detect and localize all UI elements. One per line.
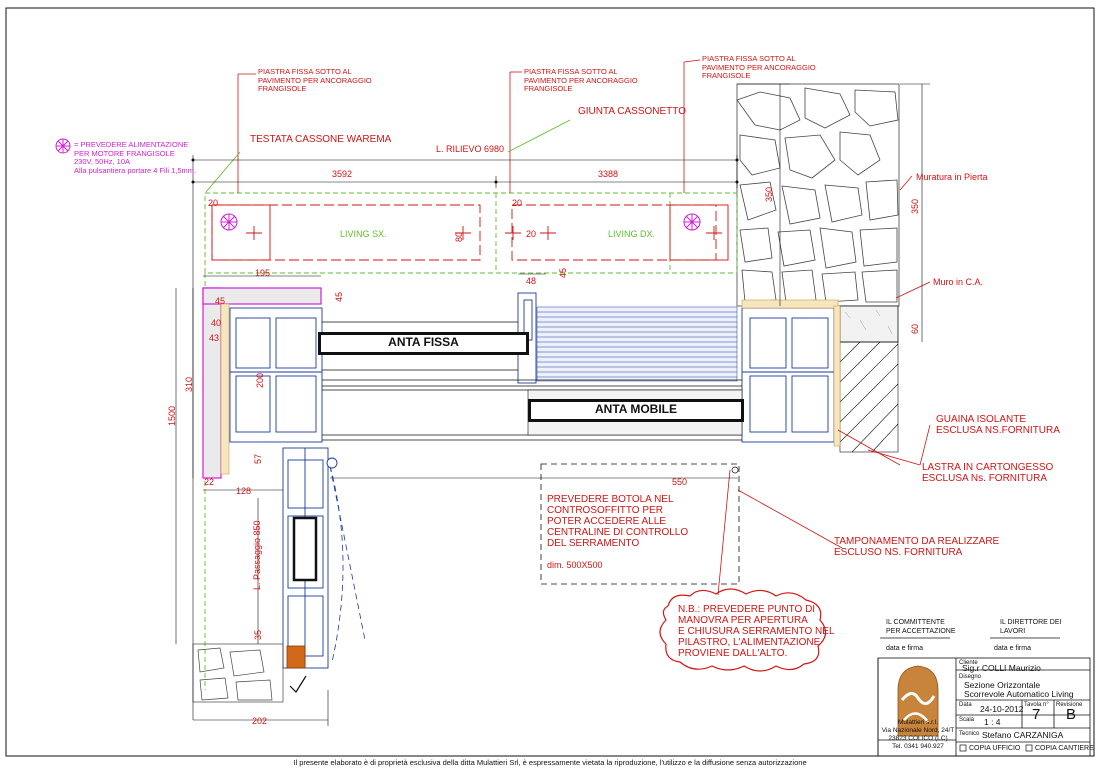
tb-tecnico-label: Tecnico — [959, 731, 980, 737]
dim-20b: 20 — [512, 198, 523, 208]
hatched-pillar — [839, 341, 899, 453]
stone-wall — [736, 83, 900, 307]
company-logo — [897, 665, 939, 737]
tb-tavola-label: Tavola n° — [1024, 702, 1049, 708]
tb-data-firma-1: data e firma — [886, 645, 923, 652]
door-swing — [329, 465, 366, 663]
dim-35: 35 — [253, 629, 263, 640]
note-muratura: Muratura in Pierta — [916, 172, 988, 182]
note-giunta: GIUNTA CASSONETTO — [578, 106, 686, 117]
dim-310: 310 — [184, 376, 194, 392]
dim-22: 22 — [204, 477, 215, 487]
note-testata: TESTATA CASSONE WAREMA — [250, 134, 392, 145]
dim-3592: 3592 — [332, 169, 353, 179]
tb-tavola: 7 — [1032, 706, 1041, 723]
stone-bottom — [192, 643, 284, 703]
frame-profile-right — [741, 307, 835, 443]
note-botola-dim: dim. 500X500 — [547, 560, 603, 570]
dimension-lines — [175, 83, 930, 726]
note-muro-ca: Muro in C.A. — [933, 277, 984, 287]
dim-60: 60 — [910, 323, 920, 334]
insulation-left — [202, 287, 322, 479]
botola-box — [540, 463, 740, 585]
title-block-lines — [877, 637, 1091, 757]
tb-disegno-label: Disegno — [959, 674, 982, 680]
dim-350a: 350 — [764, 186, 774, 202]
footer-disclaimer: Il presente elaborato è di proprietà esc… — [293, 758, 807, 767]
motor-symbol — [55, 138, 701, 231]
tb-revisione: B — [1066, 706, 1077, 723]
tb-scala: 1 : 4 — [984, 717, 1001, 727]
dim-202: 202 — [252, 716, 268, 726]
glass-hatch — [536, 306, 738, 382]
tb-scala-label: Scala — [959, 717, 975, 723]
tb-data-label: Data — [959, 702, 972, 708]
dim-195: 195 — [255, 268, 271, 278]
dim-45c: 45 — [215, 296, 226, 306]
dim-43: 43 — [209, 333, 220, 343]
green-leaders — [205, 119, 571, 193]
label-living-dx: LIVING DX. — [608, 229, 656, 239]
label-anta-fissa: ANTA FISSA — [318, 332, 529, 355]
dim-57: 57 — [253, 453, 263, 464]
dim-20c: 20 — [526, 229, 537, 239]
dim-80: 80 — [454, 231, 464, 242]
dim-1500: 1500 — [167, 405, 177, 426]
dim-200: 200 — [255, 372, 265, 388]
dim-rilievo: L. RILIEVO 6980 — [436, 144, 505, 154]
frame-profile-left — [229, 307, 323, 443]
dim-350b: 350 — [910, 198, 920, 214]
tb-revisione-label: Revisione — [1056, 702, 1083, 708]
dim-20a: 20 — [208, 198, 219, 208]
tb-company: Mulattieri s.r.l.Via Nazionale Nord, 24/… — [881, 719, 955, 750]
concrete-wall — [839, 305, 899, 343]
tb-copia-cantiere[interactable]: COPIA CANTIERE — [1035, 745, 1094, 752]
dim-45b: 45 — [334, 291, 344, 302]
leader-lines — [237, 59, 931, 596]
tb-copia-ufficio[interactable]: COPIA UFFICIO — [969, 745, 1021, 752]
label-anta-mobile: ANTA MOBILE — [528, 399, 744, 422]
dim-550: 550 — [672, 477, 688, 487]
tb-cliente-label: Cliente — [959, 660, 978, 666]
tb-cliente: Sig.r COLLI Maurizio — [962, 663, 1041, 673]
dim-48: 48 — [526, 276, 537, 286]
tb-data: 24-10-2012 — [980, 704, 1024, 714]
dim-45a: 45 — [558, 267, 568, 278]
sheet-border — [5, 7, 1095, 757]
dim-3388: 3388 — [598, 169, 619, 179]
nb-cloud — [659, 588, 827, 672]
tb-tecnico: Stefano CARZANIGA — [982, 730, 1064, 740]
tb-data-firma-2: data e firma — [994, 645, 1031, 652]
label-living-sx: LIVING SX. — [340, 229, 387, 239]
dim-40: 40 — [211, 318, 222, 328]
dim-passaggio: L. Passaggio 850 — [252, 520, 262, 590]
dim-128: 128 — [236, 486, 252, 496]
